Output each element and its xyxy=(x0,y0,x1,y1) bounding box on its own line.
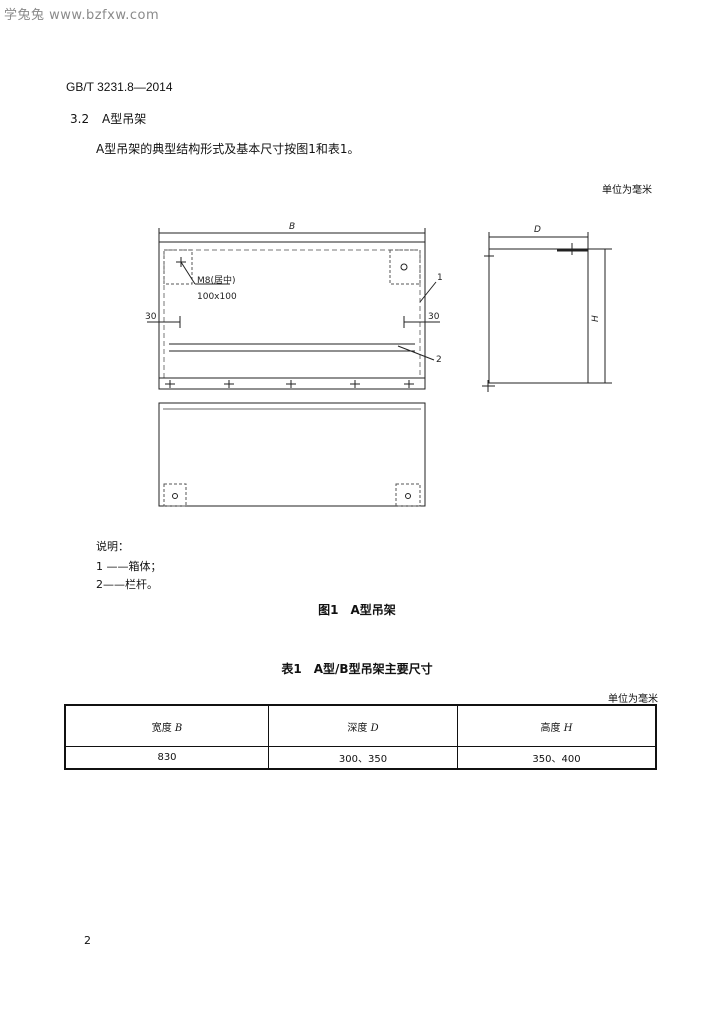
plate-bottom-left xyxy=(163,483,187,507)
section-title: A型吊架 xyxy=(102,112,147,126)
section-heading: 3.2 A型吊架 xyxy=(70,110,146,127)
intro-paragraph: A型吊架的典型结构形式及基本尺寸按图1和表1。 xyxy=(96,142,360,156)
side-view-frame xyxy=(488,248,589,384)
plan-view-frame xyxy=(158,402,426,507)
plate-bottom-right xyxy=(395,483,421,507)
label-depth-d: D xyxy=(534,225,541,235)
front-bolt-marks xyxy=(165,380,414,388)
dimension-table: 宽度 B 深度 D 高度 H 830 300、350 350、400 xyxy=(64,704,657,770)
label-left-30: 30 xyxy=(145,312,157,322)
leader-1 xyxy=(419,281,437,303)
note-item: 1 ——箱体； xyxy=(96,560,162,573)
label-plate-note: 100x100 xyxy=(197,292,237,302)
front-view-inner xyxy=(163,249,421,379)
callout-2: 2 xyxy=(436,355,442,365)
header-height: 高度 H xyxy=(457,704,657,747)
table-row: 830 300、350 350、400 xyxy=(64,746,657,770)
table-caption: 表1 A型/B型吊架主要尺寸 xyxy=(281,662,433,676)
figure-unit-note: 单位为毫米 xyxy=(602,185,652,196)
figure-caption: 图1 A型吊架 xyxy=(318,603,396,617)
label-right-30: 30 xyxy=(428,312,440,322)
note-item: 2——栏杆。 xyxy=(96,578,158,591)
label-bolt-note: M8(居中) xyxy=(197,274,236,286)
plate-top-right xyxy=(389,249,421,285)
label-height-h: H xyxy=(591,315,601,322)
table-header-row: 宽度 B 深度 D 高度 H xyxy=(64,704,657,747)
cell-width: 830 xyxy=(64,746,269,770)
notes-title: 说明： xyxy=(96,540,129,553)
cell-height: 350、400 xyxy=(457,746,657,770)
header-depth: 深度 D xyxy=(268,704,458,747)
label-width-b: B xyxy=(289,222,295,232)
leader-2 xyxy=(397,345,435,361)
standard-number: GB/T 3231.8—2014 xyxy=(66,80,173,94)
plate-top-left xyxy=(163,249,193,285)
watermark: 学兔兔 www.bzfxw.com xyxy=(4,8,160,23)
page-number: 2 xyxy=(84,934,91,947)
header-width: 宽度 B xyxy=(64,704,269,747)
front-view-frame xyxy=(158,241,426,390)
section-number: 3.2 xyxy=(70,112,90,126)
table-unit-note: 单位为毫米 xyxy=(608,694,658,705)
leader-bolt xyxy=(180,261,196,285)
cell-depth: 300、350 xyxy=(268,746,458,770)
callout-1: 1 xyxy=(437,273,443,283)
